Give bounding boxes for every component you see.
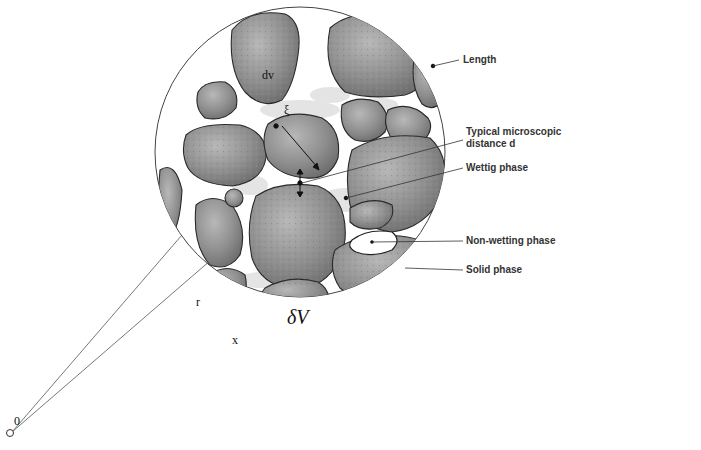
part-label: Non-wetting phase (466, 235, 555, 247)
origin-label: 0 (14, 415, 20, 429)
vector-symbol: r (196, 296, 200, 310)
part-label: Length (463, 54, 496, 66)
part-label: Typical microscopic distance d (466, 126, 574, 149)
volume-symbol: δV (287, 306, 309, 329)
vector-symbol: x (232, 334, 238, 348)
origin-point (7, 430, 14, 437)
part-label: Solid phase (466, 264, 522, 276)
local-coordinate-symbol: ξ (284, 104, 289, 118)
leader-lines (302, 60, 463, 270)
part-label: Wettig phase (466, 162, 528, 174)
volume-element-symbol: dv (262, 69, 274, 83)
grains (159, 13, 448, 310)
non-wetting-blob (350, 231, 397, 255)
